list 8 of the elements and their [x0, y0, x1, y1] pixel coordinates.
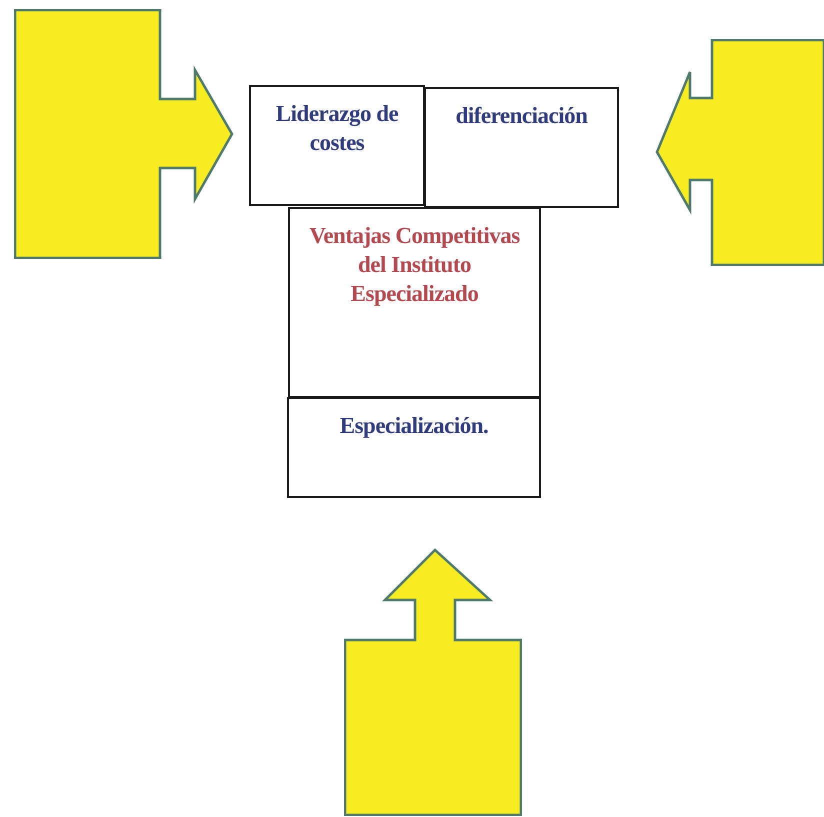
- text-box: [288, 207, 541, 398]
- box-label: Especialización.: [340, 412, 488, 440]
- text-box: [249, 85, 425, 206]
- text-box: [424, 87, 619, 208]
- box-label: diferenciación: [456, 102, 588, 130]
- text-box: [287, 397, 541, 498]
- box-label: Ventajas Competitivas del Instituto Especializado: [308, 222, 521, 308]
- box-label: Liderazgo de costes: [274, 100, 400, 157]
